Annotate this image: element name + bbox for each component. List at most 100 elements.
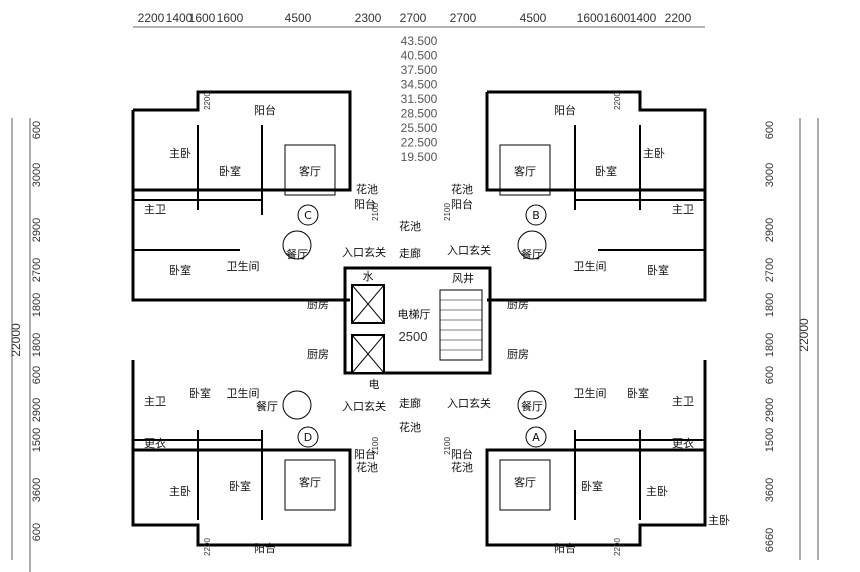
left-total-dimension-label: 22000 — [9, 323, 23, 357]
left-dimension-label: 3600 — [31, 478, 43, 502]
room-label-electric: 电 — [369, 378, 380, 391]
left-dimension-label: 1800 — [31, 293, 43, 317]
room-label-master-bedroom: 主卧 — [646, 485, 668, 498]
room-label-planter: 花池 — [399, 421, 421, 434]
room-label-bedroom: 卧室 — [595, 164, 617, 178]
right-total-dimension-label: 22000 — [797, 318, 811, 352]
right-dimension-label: 2900 — [764, 398, 776, 422]
room-label-balcony: 阳台 — [254, 541, 276, 555]
top-dimension-label: 2700 — [400, 11, 427, 25]
room-label-balcony: 阳台 — [354, 447, 376, 461]
unit-marker-a — [525, 426, 547, 448]
room-label-master-bedroom: 主卧 — [643, 147, 665, 160]
unit-letter-label: D — [304, 431, 312, 444]
left-dimension-label: 2900 — [31, 218, 43, 242]
room-label-bath: 卫生间 — [574, 386, 607, 400]
room-label-living: 客厅 — [514, 164, 536, 178]
living-room-furniture — [284, 144, 551, 511]
level-elevation-label: 25.500 — [401, 121, 438, 135]
room-label-bedroom: 卧室 — [189, 386, 211, 400]
left-dimension-label: 1800 — [31, 333, 43, 357]
room-label-corridor: 走廊 — [399, 246, 421, 260]
room-label-dining: 餐厅 — [521, 399, 543, 413]
left-dimension-label: 1500 — [31, 428, 43, 452]
unit-markers — [297, 204, 547, 448]
room-label-bedroom: 卧室 — [229, 479, 251, 493]
room-label-bedroom: 卧室 — [581, 479, 603, 493]
top-dimension-label: 4500 — [520, 11, 547, 25]
room-label-elevator-hall: 电梯厅 — [398, 308, 431, 321]
room-label-wardrobe: 更衣 — [672, 436, 694, 450]
right-dimension-label: 6660 — [764, 528, 776, 552]
unit-letter-label: A — [532, 431, 540, 444]
room-label-dining: 餐厅 — [256, 399, 278, 413]
level-elevation-label: 31.500 — [401, 92, 438, 106]
room-label-master-bath: 主卫 — [144, 203, 166, 216]
top-dimension-label: 1600 — [604, 11, 631, 25]
room-label-planter: 花池 — [451, 461, 473, 474]
room-label-kitchen: 厨房 — [307, 298, 329, 311]
room-label-bath: 卫生间 — [574, 259, 607, 273]
top-dimension-label: 1600 — [217, 11, 244, 25]
room-label-master-bath: 主卫 — [672, 203, 694, 216]
balcony-dimension-label: 2200 — [613, 538, 622, 556]
room-label-dining: 餐厅 — [521, 247, 543, 261]
left-dimension-label: 600 — [31, 121, 43, 139]
level-elevation-label: 22.500 — [401, 136, 438, 150]
room-label-wardrobe: 更衣 — [144, 436, 166, 450]
left-dimension-label: 600 — [31, 366, 43, 384]
room-label-balcony: 阳台 — [254, 103, 276, 117]
top-dimension-label: 2200 — [138, 11, 165, 25]
level-elevation-label: 19.500 — [401, 150, 438, 164]
top-dimension-label: 1600 — [577, 11, 604, 25]
unit-marker-c — [297, 204, 319, 226]
unit-letter-label: B — [532, 209, 540, 222]
core — [343, 266, 492, 375]
room-label-bedroom: 卧室 — [647, 263, 669, 277]
room-label-bedroom: 卧室 — [219, 164, 241, 178]
room-label-bath: 卫生间 — [227, 386, 260, 400]
unit-marker-b — [525, 204, 547, 226]
level-elevation-label: 28.500 — [401, 107, 438, 121]
room-label-master-bath: 主卫 — [144, 395, 166, 408]
planter-dimension-label: 2100 — [443, 203, 452, 221]
level-elevation-label: 37.500 — [401, 63, 438, 77]
room-label-planter: 花池 — [451, 183, 473, 196]
room-label-balcony: 阳台 — [354, 197, 376, 211]
unit-letter-label: C — [304, 209, 312, 222]
room-label-master-bedroom: 主卧 — [169, 147, 191, 160]
room-label-bedroom: 卧室 — [169, 263, 191, 277]
right-dimension-label: 600 — [764, 121, 776, 139]
top-dimension-label: 2300 — [355, 11, 382, 25]
building-walls — [131, 90, 707, 547]
partitions — [133, 125, 705, 520]
room-label-balcony: 阳台 — [451, 447, 473, 461]
top-dimension-label: 1400 — [166, 11, 193, 25]
room-label-kitchen: 厨房 — [507, 298, 529, 311]
right-dimension-label: 1800 — [764, 293, 776, 317]
top-dimension-label: 4500 — [285, 11, 312, 25]
right-dimension-label: 1800 — [764, 333, 776, 357]
left-dimension-label: 3000 — [31, 163, 43, 187]
level-elevation-label: 43.500 — [401, 34, 438, 48]
left-dimension-label: 2700 — [31, 258, 43, 282]
right-dimension-label: 1500 — [764, 428, 776, 452]
room-label-balcony: 阳台 — [451, 197, 473, 211]
room-label-planter: 花池 — [399, 220, 421, 233]
room-label-entry: 入口玄关 — [342, 399, 386, 413]
planter-dimension-label: 2100 — [371, 437, 380, 455]
unit-marker-d — [297, 426, 319, 448]
room-label-dining: 餐厅 — [286, 247, 308, 261]
planter-dimension-label: 2100 — [443, 437, 452, 455]
balcony-dimension-label: 2200 — [613, 92, 622, 110]
planter-dimension-label: 2100 — [371, 203, 380, 221]
room-label-water: 水 — [363, 270, 374, 283]
room-label-planter: 花池 — [356, 183, 378, 196]
top-dimension-label: 2200 — [665, 11, 692, 25]
room-label-bath: 卫生间 — [227, 259, 260, 273]
balcony-dimension-label: 2200 — [203, 92, 212, 110]
room-label-kitchen: 厨房 — [307, 348, 329, 361]
room-label-master-bedroom: 主卧 — [169, 485, 191, 498]
